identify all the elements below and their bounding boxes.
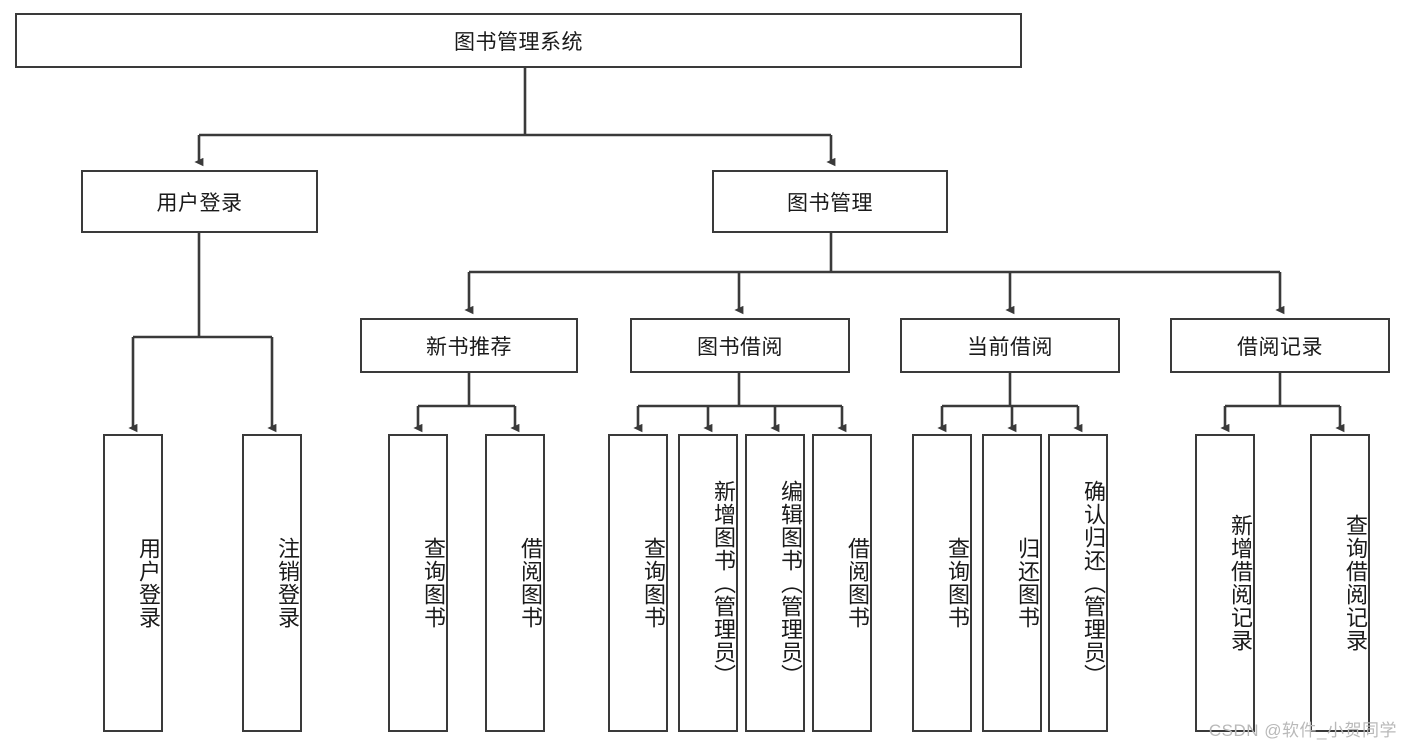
node-label: 图书借阅 bbox=[697, 335, 783, 359]
leaf-borrow-query-book[interactable]: 查询图书 bbox=[608, 434, 668, 732]
node-label: 用户登录 bbox=[136, 537, 161, 629]
node-label: 新书推荐 bbox=[426, 335, 512, 359]
leaf-borrow-edit-book-admin[interactable]: 编辑图书（管理员） bbox=[745, 434, 805, 732]
node-label: 用户登录 bbox=[156, 191, 243, 215]
leaf-record-add-record[interactable]: 新增借阅记录 bbox=[1195, 434, 1255, 732]
node-label: 查询图书 bbox=[945, 537, 970, 629]
node-label: 当前借阅 bbox=[967, 335, 1053, 359]
node-root-system[interactable]: 图书管理系统 bbox=[15, 13, 1022, 68]
node-current-borrow[interactable]: 当前借阅 bbox=[900, 318, 1120, 373]
node-book-management[interactable]: 图书管理 bbox=[712, 170, 948, 233]
node-label: 查询借阅记录 bbox=[1343, 514, 1368, 652]
node-label: 查询图书 bbox=[421, 537, 446, 629]
leaf-borrow-add-book-admin[interactable]: 新增图书（管理员） bbox=[678, 434, 738, 732]
node-label: 编辑图书（管理员） bbox=[778, 479, 803, 687]
node-new-book-recommend[interactable]: 新书推荐 bbox=[360, 318, 578, 373]
node-label: 图书管理系统 bbox=[454, 30, 583, 54]
leaf-user-login-login[interactable]: 用户登录 bbox=[103, 434, 163, 732]
node-book-borrow[interactable]: 图书借阅 bbox=[630, 318, 850, 373]
node-borrow-record[interactable]: 借阅记录 bbox=[1170, 318, 1390, 373]
leaf-current-confirm-return-admin[interactable]: 确认归还（管理员） bbox=[1048, 434, 1108, 732]
leaf-recommend-query-book[interactable]: 查询图书 bbox=[388, 434, 448, 732]
node-user-login[interactable]: 用户登录 bbox=[81, 170, 318, 233]
leaf-borrow-borrow-book[interactable]: 借阅图书 bbox=[812, 434, 872, 732]
leaf-recommend-borrow-book[interactable]: 借阅图书 bbox=[485, 434, 545, 732]
node-label: 图书管理 bbox=[787, 191, 873, 215]
leaf-current-return-book[interactable]: 归还图书 bbox=[982, 434, 1042, 732]
node-label: 借阅记录 bbox=[1237, 335, 1323, 359]
watermark-text: CSDN @软件_小贺同学 bbox=[1208, 721, 1397, 740]
node-label: 新增图书（管理员） bbox=[711, 479, 736, 687]
leaf-user-login-logout[interactable]: 注销登录 bbox=[242, 434, 302, 732]
leaf-record-query-record[interactable]: 查询借阅记录 bbox=[1310, 434, 1370, 732]
node-label: 确认归还（管理员） bbox=[1081, 479, 1106, 687]
node-label: 新增借阅记录 bbox=[1228, 514, 1253, 652]
node-label: 借阅图书 bbox=[518, 537, 543, 629]
node-label: 归还图书 bbox=[1015, 537, 1040, 629]
node-label: 注销登录 bbox=[275, 537, 300, 629]
leaf-current-query-book[interactable]: 查询图书 bbox=[912, 434, 972, 732]
node-label: 借阅图书 bbox=[845, 537, 870, 629]
node-label: 查询图书 bbox=[641, 537, 666, 629]
